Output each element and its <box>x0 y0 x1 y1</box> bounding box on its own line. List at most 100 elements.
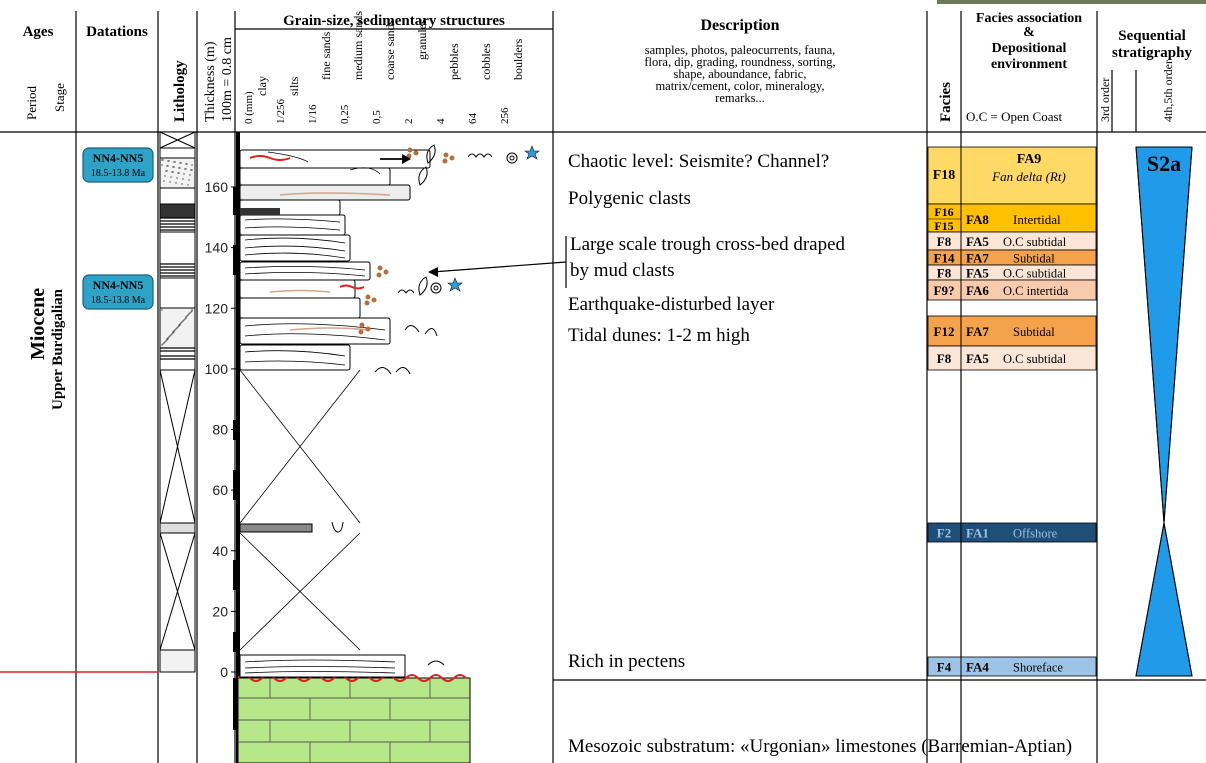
facies-row <box>927 315 1097 347</box>
litho-dot <box>164 341 166 343</box>
desc-sub-4: matrix/cement, color, mineralogy, <box>655 79 824 93</box>
fa8-label: FA8 <box>966 212 989 227</box>
desc-tidal-dunes: Tidal dunes: 1-2 m high <box>568 325 750 346</box>
datation-badge-1: NN4-NN5 18.5-13.8 Ma <box>82 147 154 183</box>
scale-bar-segment <box>233 470 238 500</box>
stage-header: Stage <box>52 83 67 112</box>
grain-size-2: 1/256 <box>275 98 287 124</box>
litho-dot <box>166 165 168 167</box>
facies-table: F18 FA9 Fan delta (Rt) F16 F15 FA8 Inter… <box>927 146 1097 677</box>
litho-dot <box>173 161 175 163</box>
stage-upper-burdigalian: Upper Burdigalian <box>50 288 66 410</box>
description-header: Description <box>700 17 779 34</box>
datation-badge-1-box <box>82 147 154 183</box>
grain-name-7: pebbles <box>447 43 461 80</box>
grain-size-1: 0 (mm) <box>243 91 255 124</box>
fourth-fifth-order-label: 4th,5th order <box>1161 60 1175 122</box>
sequence-s2a-label: S2a <box>1147 151 1181 176</box>
litho-dot <box>178 172 180 174</box>
litho-dot <box>173 330 175 332</box>
facies-row <box>927 345 1097 371</box>
litho-dot <box>182 178 184 180</box>
litho-dot <box>184 168 186 170</box>
litho-dot <box>185 163 187 165</box>
description-subheader: samples, photos, paleocurrents, fauna, f… <box>644 43 835 105</box>
litho-dot <box>179 167 181 169</box>
limestone-bricks <box>238 678 470 763</box>
lithology-column <box>159 131 196 673</box>
litho-dot <box>185 168 187 170</box>
litho-dot <box>188 313 190 315</box>
litho-dot <box>177 326 179 328</box>
grain-size-5: 0,5 <box>371 110 383 124</box>
grain-size-3: 1/16 <box>307 104 319 124</box>
urgonian-limestone <box>237 677 471 763</box>
thickness-tick-label: 80 <box>212 422 228 438</box>
desc-polygenic: Polygenic clasts <box>568 188 691 209</box>
datation-1-label: NN4-NN5 <box>93 151 144 165</box>
sediment-log <box>236 132 540 763</box>
facies-environment: O.C intertida <box>1003 284 1069 298</box>
desc-sub-3: shape, aboundance, fabric, <box>674 67 807 81</box>
litho-dot <box>179 323 181 325</box>
litho-dot <box>182 320 184 322</box>
litho-dot <box>173 331 175 333</box>
litho-dot <box>184 318 186 320</box>
period-header: Period <box>24 86 39 120</box>
facies-environment: O.C subtidal <box>1003 267 1067 281</box>
sequence-upper-triangle <box>1135 146 1193 524</box>
facies-code: F8 <box>937 266 952 281</box>
litho-dot <box>161 309 163 311</box>
datation-badge-2-box <box>82 274 154 310</box>
litho-dot <box>183 319 185 321</box>
thickness-tick-label: 160 <box>205 179 229 195</box>
grain-name-3: fine sands <box>319 31 333 80</box>
description-pointer <box>431 261 567 273</box>
litho-dot <box>179 324 181 326</box>
descriptions: Chaotic level: Seismite? Channel? Polyge… <box>568 151 1072 757</box>
grain-size-9: 256 <box>499 107 511 124</box>
thickness-tick-label: 0 <box>220 664 228 680</box>
fa-header-3: Depositional <box>992 41 1067 56</box>
litho-dot <box>164 175 166 177</box>
facies-code: F4 <box>937 660 952 675</box>
grain-name-9: boulders <box>511 38 525 80</box>
lithology-stripes <box>160 159 195 360</box>
datation-1-age: 18.5-13.8 Ma <box>91 168 146 179</box>
litho-dot <box>165 170 167 172</box>
facies-environment: Shoreface <box>1013 661 1063 675</box>
scale-bar-segment <box>233 632 238 652</box>
litho-dot <box>176 177 178 179</box>
datation-badge-2: NN4-NN5 18.5-13.8 Ma <box>82 274 154 310</box>
litho-dot <box>167 338 169 340</box>
desc-trough-1: Large scale trough cross-bed draped <box>570 234 846 255</box>
facies-assoc-code: FA5 <box>966 351 989 366</box>
scale-bar-segment <box>233 420 238 440</box>
litho-dot <box>187 184 189 186</box>
lithology-header: Lithology <box>172 60 188 122</box>
litho-dot <box>169 181 171 183</box>
litho-dot <box>166 339 168 341</box>
facies-environment: Offshore <box>1013 527 1058 541</box>
grain-size-8: 64 <box>467 113 479 125</box>
facies-assoc-code: FA5 <box>966 266 989 281</box>
litho-dot <box>171 333 173 335</box>
facies-f16: F16 <box>934 205 953 219</box>
thickness-tick-label: 40 <box>212 543 228 559</box>
datations-header: Datations <box>86 24 148 40</box>
facies-assoc-code: FA7 <box>966 251 989 266</box>
facies-row <box>927 279 1097 301</box>
scale-bar-segment <box>233 187 238 215</box>
litho-dot <box>188 179 190 181</box>
scale-bar-segment <box>233 678 238 730</box>
litho-dot <box>180 322 182 324</box>
scale-bar-segment <box>233 245 238 275</box>
fa8-env: Intertidal <box>1013 212 1061 227</box>
litho-dot <box>175 328 177 330</box>
desc-earthquake: Earthquake-disturbed layer <box>568 294 775 315</box>
grain-name-5: coarse sands <box>383 19 397 80</box>
fa-header-2: & <box>1023 25 1035 40</box>
facies-environment: Subtidal <box>1013 252 1055 266</box>
litho-dot <box>170 334 172 336</box>
